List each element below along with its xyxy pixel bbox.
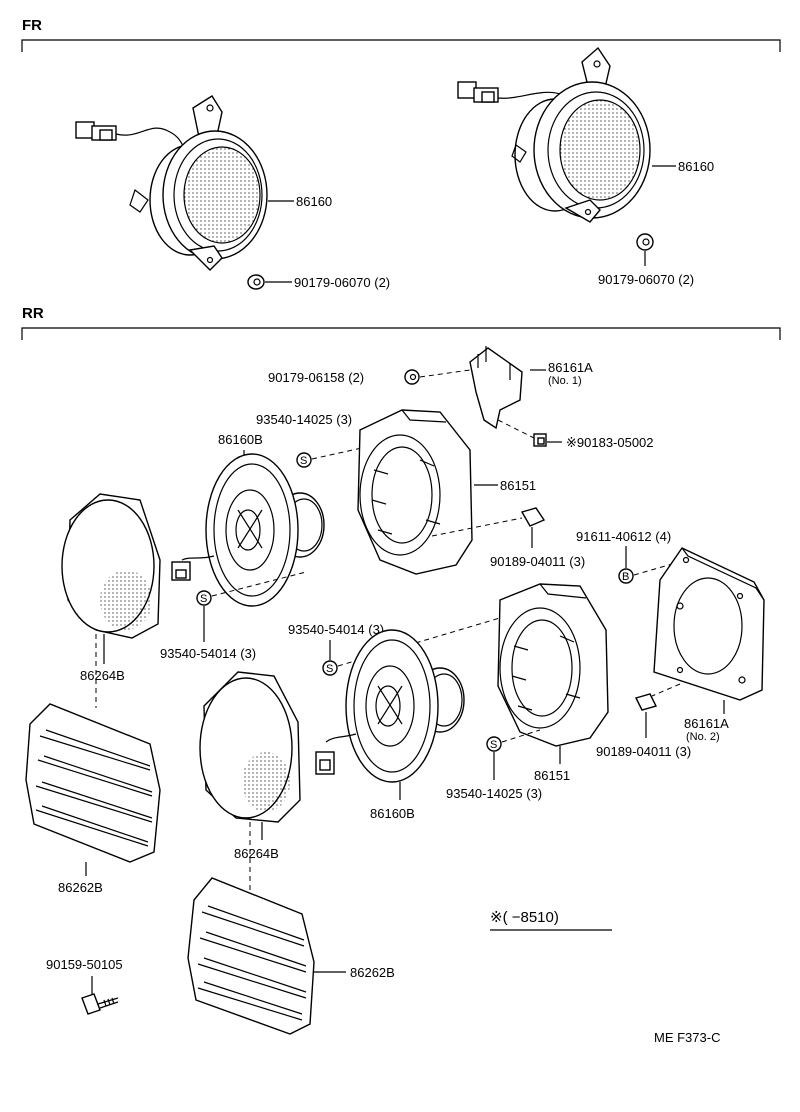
label-fr-right-speaker: 86160 bbox=[678, 159, 714, 174]
screw-marker-letter: S bbox=[200, 593, 207, 605]
label-rr-cover-center: 86264B bbox=[234, 846, 279, 861]
rr-housing-top: 86151 bbox=[357, 409, 536, 575]
rr-bolt-right: 91611-40612 (4) B bbox=[576, 529, 687, 584]
clip-icon bbox=[533, 433, 547, 447]
rr-bracket-no2: 86161A (No. 2) bbox=[653, 547, 765, 743]
applicability-note: ※( −8510) bbox=[490, 909, 612, 931]
rr-grille-center: 86262B bbox=[187, 877, 395, 1035]
screw-marker-icon: S bbox=[322, 660, 338, 676]
fr-right-speaker: 86160 bbox=[457, 46, 714, 223]
label-rr-speaker-bottom: 86160B bbox=[370, 806, 415, 821]
nut-icon bbox=[247, 274, 265, 290]
note-text: ※( −8510) bbox=[490, 909, 559, 926]
catalog-code: ME F373-C bbox=[654, 1030, 720, 1045]
label-rr-screw-grille: 90159-50105 bbox=[46, 957, 123, 972]
fr-left-connector-icon bbox=[75, 121, 117, 141]
label-rr-bracket-no1: 86161A bbox=[548, 360, 593, 375]
label-rr-bracket-no2: 86161A bbox=[684, 716, 729, 731]
label-rr-bolt-right: 91611-40612 (4) bbox=[576, 529, 671, 544]
label-rr-clip-top: ※90183-05002 bbox=[566, 435, 654, 450]
fr-right-nut: 90179-06070 (2) bbox=[598, 233, 694, 287]
rr-grille-left: 86262B bbox=[25, 703, 161, 895]
screw-marker-icon: S bbox=[296, 452, 312, 468]
section-front-title: FR bbox=[22, 17, 42, 34]
rr-screw-mid-left: S 93540-54014 (3) bbox=[160, 571, 307, 661]
label-rr-clip-bottom: 90189-04011 (3) bbox=[596, 744, 691, 759]
screw-marker-icon: S bbox=[486, 736, 502, 752]
label-rr-bracket-no2-sub: (No. 2) bbox=[686, 731, 720, 743]
fr-right-connector-icon bbox=[457, 81, 499, 103]
label-fr-right-nut: 90179-06070 (2) bbox=[598, 272, 694, 287]
section-front-frame bbox=[21, 39, 781, 52]
rr-clip-top: ※90183-05002 bbox=[497, 419, 654, 450]
screw-marker-letter: S bbox=[300, 455, 307, 467]
label-rr-nut-top: 90179-06158 (2) bbox=[268, 370, 364, 385]
screw-marker-letter: S bbox=[326, 663, 333, 675]
section-front: FR bbox=[21, 17, 781, 52]
label-rr-screw-mid-center: 93540-54014 (3) bbox=[288, 622, 384, 637]
section-rear-frame bbox=[21, 327, 781, 340]
screw-marker-letter: S bbox=[490, 739, 497, 751]
clip-icon bbox=[520, 507, 546, 527]
label-rr-speaker-top: 86160B bbox=[218, 432, 263, 447]
clip-icon bbox=[634, 693, 658, 711]
label-rr-housing-top: 86151 bbox=[500, 478, 536, 493]
label-rr-housing-bottom: 86151 bbox=[534, 768, 570, 783]
rr-speaker-top: 86160B bbox=[171, 432, 325, 607]
label-rr-screw-mid-left: 93540-54014 (3) bbox=[160, 646, 256, 661]
nut-icon bbox=[404, 369, 420, 385]
rr-clip-bottom: 90189-04011 (3) bbox=[596, 683, 691, 759]
rr-nut-top: 90179-06158 (2) bbox=[268, 369, 471, 385]
label-rr-clip-mid: 90189-04011 (3) bbox=[490, 554, 585, 569]
screw-marker-icon: S bbox=[196, 590, 212, 606]
rr-speaker-bottom: 86160B bbox=[315, 629, 465, 821]
fr-left-speaker: 86160 bbox=[75, 95, 332, 271]
rr-screw-bottom: S 93540-14025 (3) bbox=[446, 729, 542, 801]
section-rear-title: RR bbox=[22, 305, 44, 322]
label-rr-bracket-no1-sub: (No. 1) bbox=[548, 375, 582, 387]
fr-left-nut: 90179-06070 (2) bbox=[247, 274, 390, 290]
rr-cover-left: 86264B bbox=[61, 493, 161, 708]
label-rr-screw-bottom: 93540-14025 (3) bbox=[446, 786, 542, 801]
bolt-marker-icon: B bbox=[618, 568, 634, 584]
label-rr-grille-left: 86262B bbox=[58, 880, 103, 895]
label-fr-left-speaker: 86160 bbox=[296, 194, 332, 209]
rr-housing-bottom: 86151 bbox=[497, 583, 609, 783]
label-rr-screw-top: 93540-14025 (3) bbox=[256, 412, 352, 427]
rr-cover-center: 86264B bbox=[199, 671, 301, 896]
rr-clip-mid: 90189-04011 (3) bbox=[431, 507, 585, 569]
label-rr-cover-left: 86264B bbox=[80, 668, 125, 683]
bolt-marker-letter: B bbox=[622, 571, 629, 583]
label-fr-left-nut: 90179-06070 (2) bbox=[294, 275, 390, 290]
nut-icon bbox=[636, 233, 654, 251]
rr-screw-grille: 90159-50105 bbox=[46, 957, 123, 1015]
rr-bracket-no1: 86161A (No. 1) bbox=[469, 346, 593, 430]
section-rear: RR bbox=[21, 305, 781, 340]
screw-icon bbox=[81, 993, 119, 1015]
label-rr-grille-center: 86262B bbox=[350, 965, 395, 980]
